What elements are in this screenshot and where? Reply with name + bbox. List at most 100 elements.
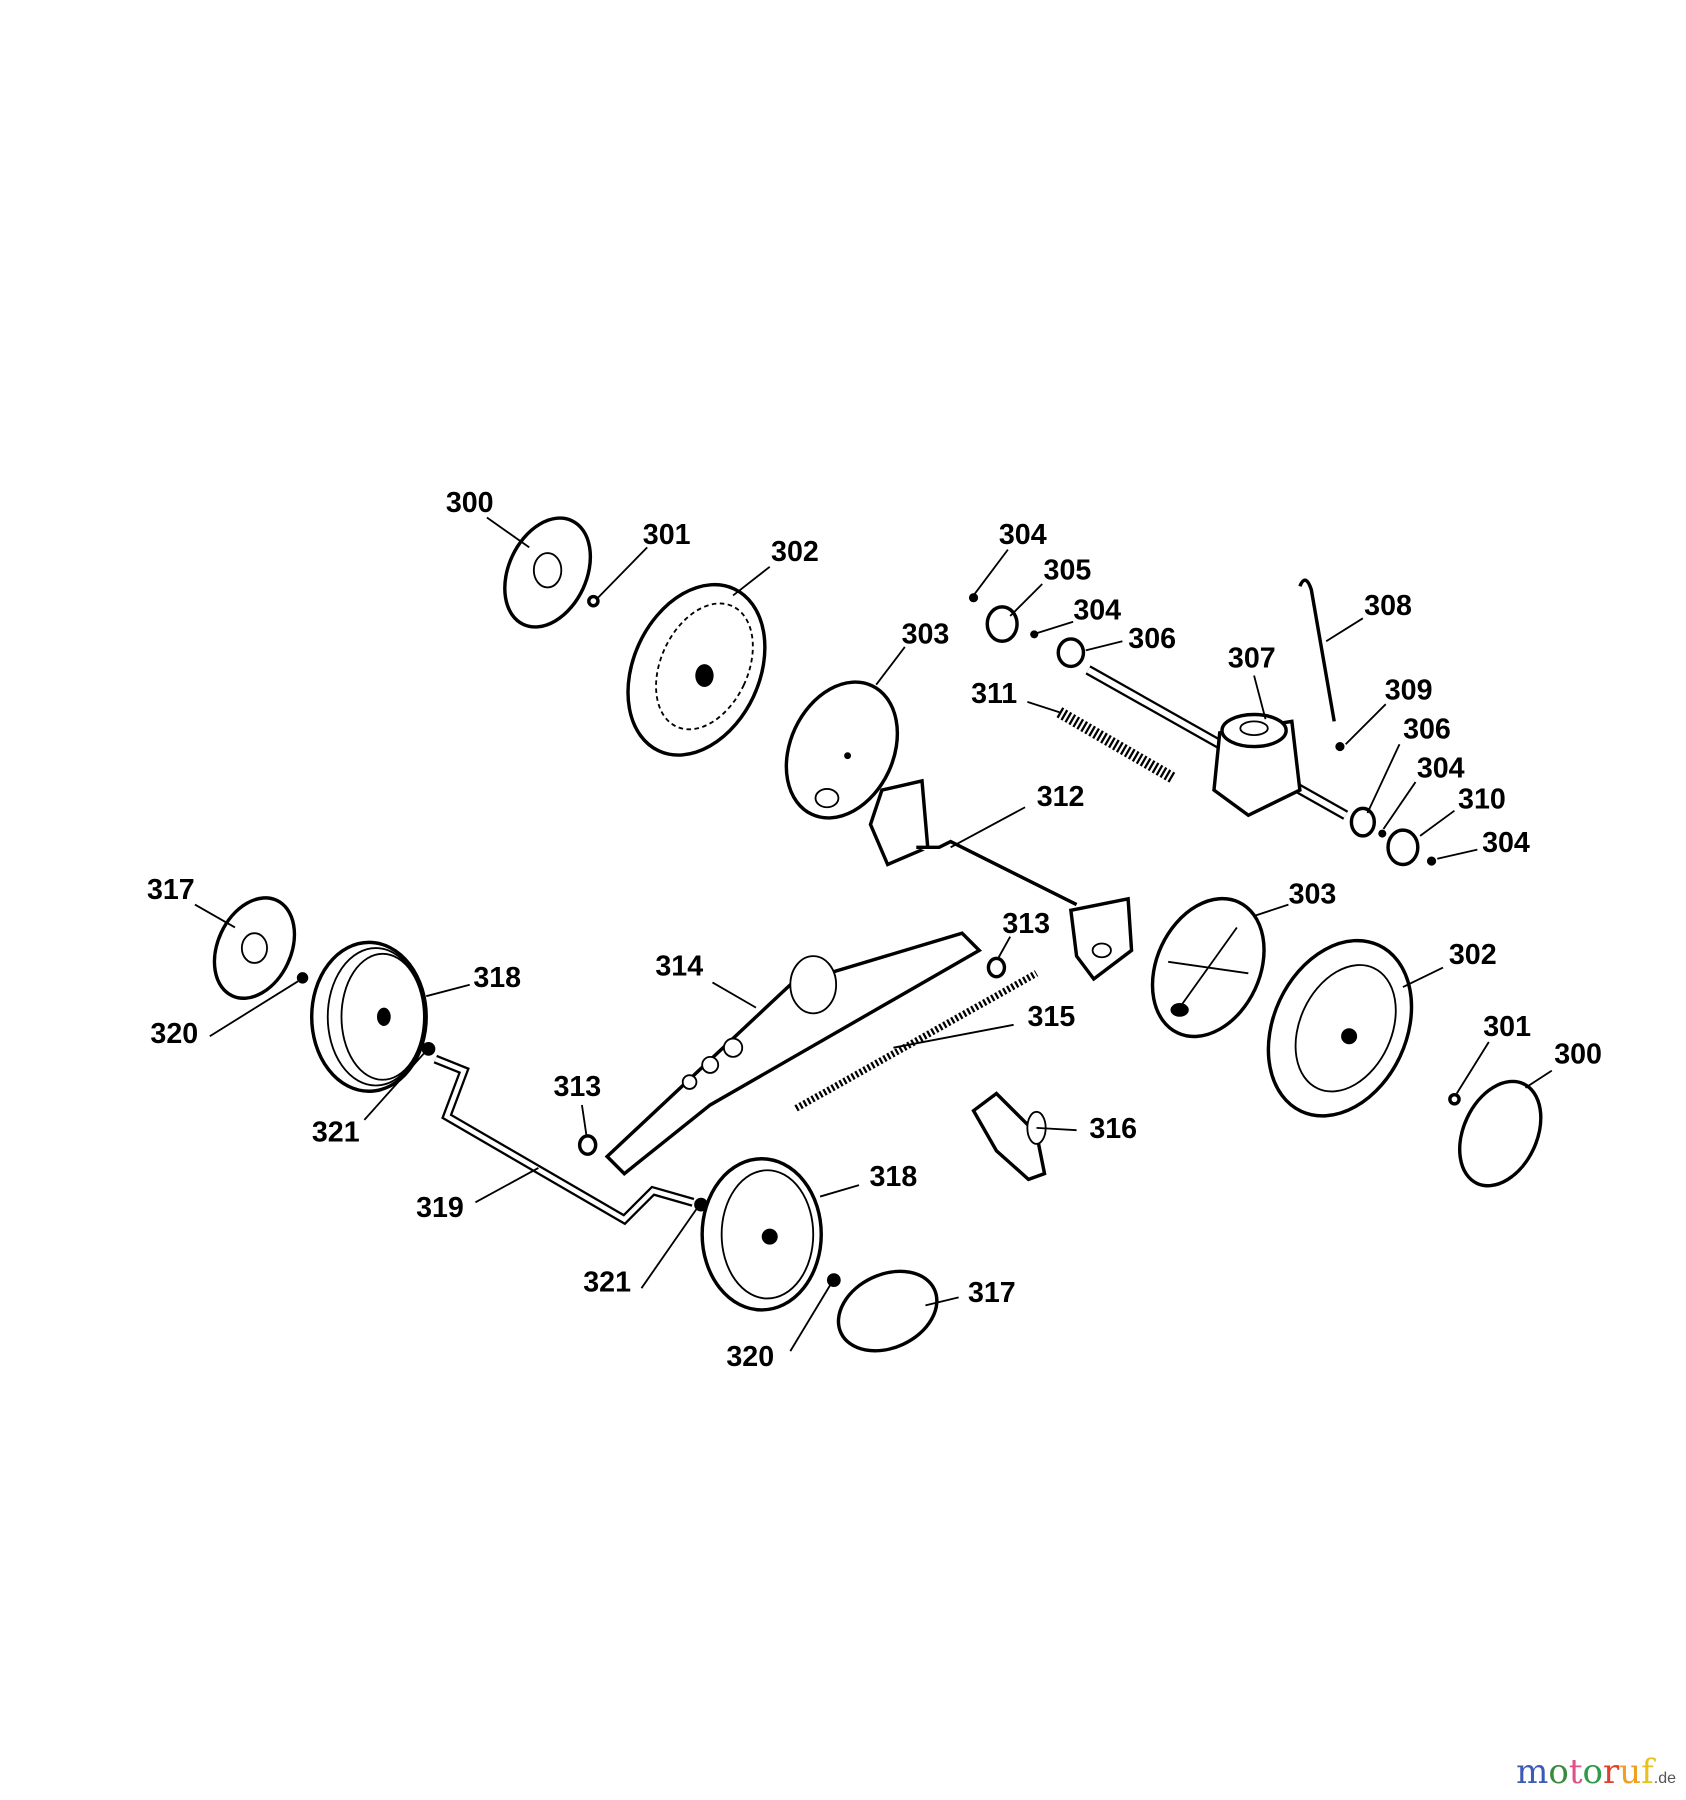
washer-304 xyxy=(1030,630,1039,639)
leader-line xyxy=(1009,583,1043,617)
logo-letter: m xyxy=(1516,1752,1549,1792)
leader-line xyxy=(950,806,1026,849)
washer-304 xyxy=(1426,856,1437,866)
leader-line xyxy=(1402,966,1444,988)
leader-line xyxy=(475,1167,539,1204)
logo-text: motoruf xyxy=(1516,1752,1654,1792)
part-label: 309 xyxy=(1385,675,1433,707)
bushing-321 xyxy=(421,1041,436,1056)
leader-line xyxy=(1524,1069,1553,1089)
logo-letter: u xyxy=(1619,1752,1642,1792)
height-adjuster-axle-312 xyxy=(868,778,1134,982)
front-wheel-318 xyxy=(309,940,428,1093)
logo-letter: f xyxy=(1641,1752,1654,1792)
hub-cap-317 xyxy=(212,896,297,1000)
rear-wheel-302 xyxy=(1266,938,1414,1118)
part-label: 300 xyxy=(446,487,494,519)
leader-line xyxy=(712,981,757,1009)
part-label: 304 xyxy=(1073,594,1121,626)
rod-308 xyxy=(1298,578,1336,722)
logo-letter: t xyxy=(1568,1752,1583,1792)
hub-cap-300 xyxy=(503,516,593,629)
washer-304 xyxy=(968,593,979,603)
part-label: 318 xyxy=(473,962,521,994)
leader-line xyxy=(1027,701,1060,714)
leader-line xyxy=(1366,743,1401,814)
leader-line xyxy=(1437,848,1478,860)
part-label: 301 xyxy=(643,519,691,551)
hub-cap-300 xyxy=(1458,1079,1543,1188)
washer-320 xyxy=(296,972,309,984)
leader-line xyxy=(425,983,470,998)
wheel-disc-303 xyxy=(784,680,900,820)
wheel-disc-303 xyxy=(1150,896,1266,1039)
part-label: 320 xyxy=(150,1018,198,1050)
leader-line xyxy=(997,936,1011,958)
lever-arm-314 xyxy=(604,931,983,1176)
bearing-306 xyxy=(1349,806,1377,838)
screw-301 xyxy=(587,594,600,608)
leader-line xyxy=(1253,675,1267,720)
pinion-310 xyxy=(1386,828,1420,867)
part-label: 312 xyxy=(1037,781,1085,813)
leader-line xyxy=(1382,781,1417,830)
leader-line xyxy=(1036,620,1074,635)
leader-line xyxy=(732,566,771,597)
part-label: 317 xyxy=(968,1277,1016,1309)
part-label: 302 xyxy=(771,536,819,568)
leader-line xyxy=(1085,640,1123,652)
part-label: 311 xyxy=(971,678,1017,710)
bushing-313 xyxy=(577,1134,598,1156)
leader-line xyxy=(581,1104,588,1137)
spring-311 xyxy=(1056,707,1177,784)
part-label: 307 xyxy=(1228,643,1276,675)
part-label: 321 xyxy=(583,1267,631,1299)
part-label: 300 xyxy=(1554,1039,1602,1071)
part-label: 306 xyxy=(1403,714,1451,746)
leader-line xyxy=(1253,903,1289,917)
front-wheel-318 xyxy=(700,1157,823,1312)
adjuster-knob-316 xyxy=(971,1091,1047,1182)
part-label: 302 xyxy=(1449,939,1497,971)
washer-304 xyxy=(1378,829,1387,838)
nut-309 xyxy=(1335,741,1345,752)
rear-wheel-302 xyxy=(626,582,767,757)
leader-line xyxy=(875,646,906,686)
part-label: 313 xyxy=(1002,908,1050,940)
logo-letter: r xyxy=(1602,1752,1620,1792)
logo-letter: o xyxy=(1548,1752,1569,1792)
screw-301 xyxy=(1448,1092,1461,1106)
part-label: 316 xyxy=(1089,1113,1137,1145)
part-label: 315 xyxy=(1028,1001,1076,1033)
part-label: 305 xyxy=(1044,554,1092,586)
leader-line xyxy=(1455,1041,1490,1094)
leader-line xyxy=(1419,809,1455,837)
part-label: 317 xyxy=(147,874,195,906)
part-label: 303 xyxy=(1289,878,1337,910)
leader-line xyxy=(194,903,236,929)
part-label: 313 xyxy=(553,1071,601,1103)
hub-cap-317 xyxy=(836,1269,939,1353)
part-label: 320 xyxy=(726,1341,774,1373)
parts-drawing xyxy=(212,516,1543,1353)
motoruf-logo: motoruf.de xyxy=(1516,1752,1676,1792)
bearing-306 xyxy=(1056,637,1086,669)
gearbox-307 xyxy=(1212,712,1302,818)
leader-line xyxy=(1036,1126,1077,1132)
leader-line xyxy=(1345,703,1387,745)
part-label: 314 xyxy=(655,951,703,983)
leader-line xyxy=(789,1284,832,1352)
pinion-305 xyxy=(985,605,1019,643)
leader-line xyxy=(1325,617,1364,642)
part-label: 321 xyxy=(312,1117,360,1149)
logo-suffix: .de xyxy=(1653,1770,1676,1787)
leader-line xyxy=(893,1023,1014,1049)
part-label: 304 xyxy=(999,519,1047,551)
part-label: 318 xyxy=(870,1161,918,1193)
part-label: 301 xyxy=(1483,1011,1531,1043)
part-label: 310 xyxy=(1458,783,1506,815)
part-number-labels: 3003013023043053043063033113073083093063… xyxy=(147,487,1602,1373)
part-label: 308 xyxy=(1364,590,1412,622)
